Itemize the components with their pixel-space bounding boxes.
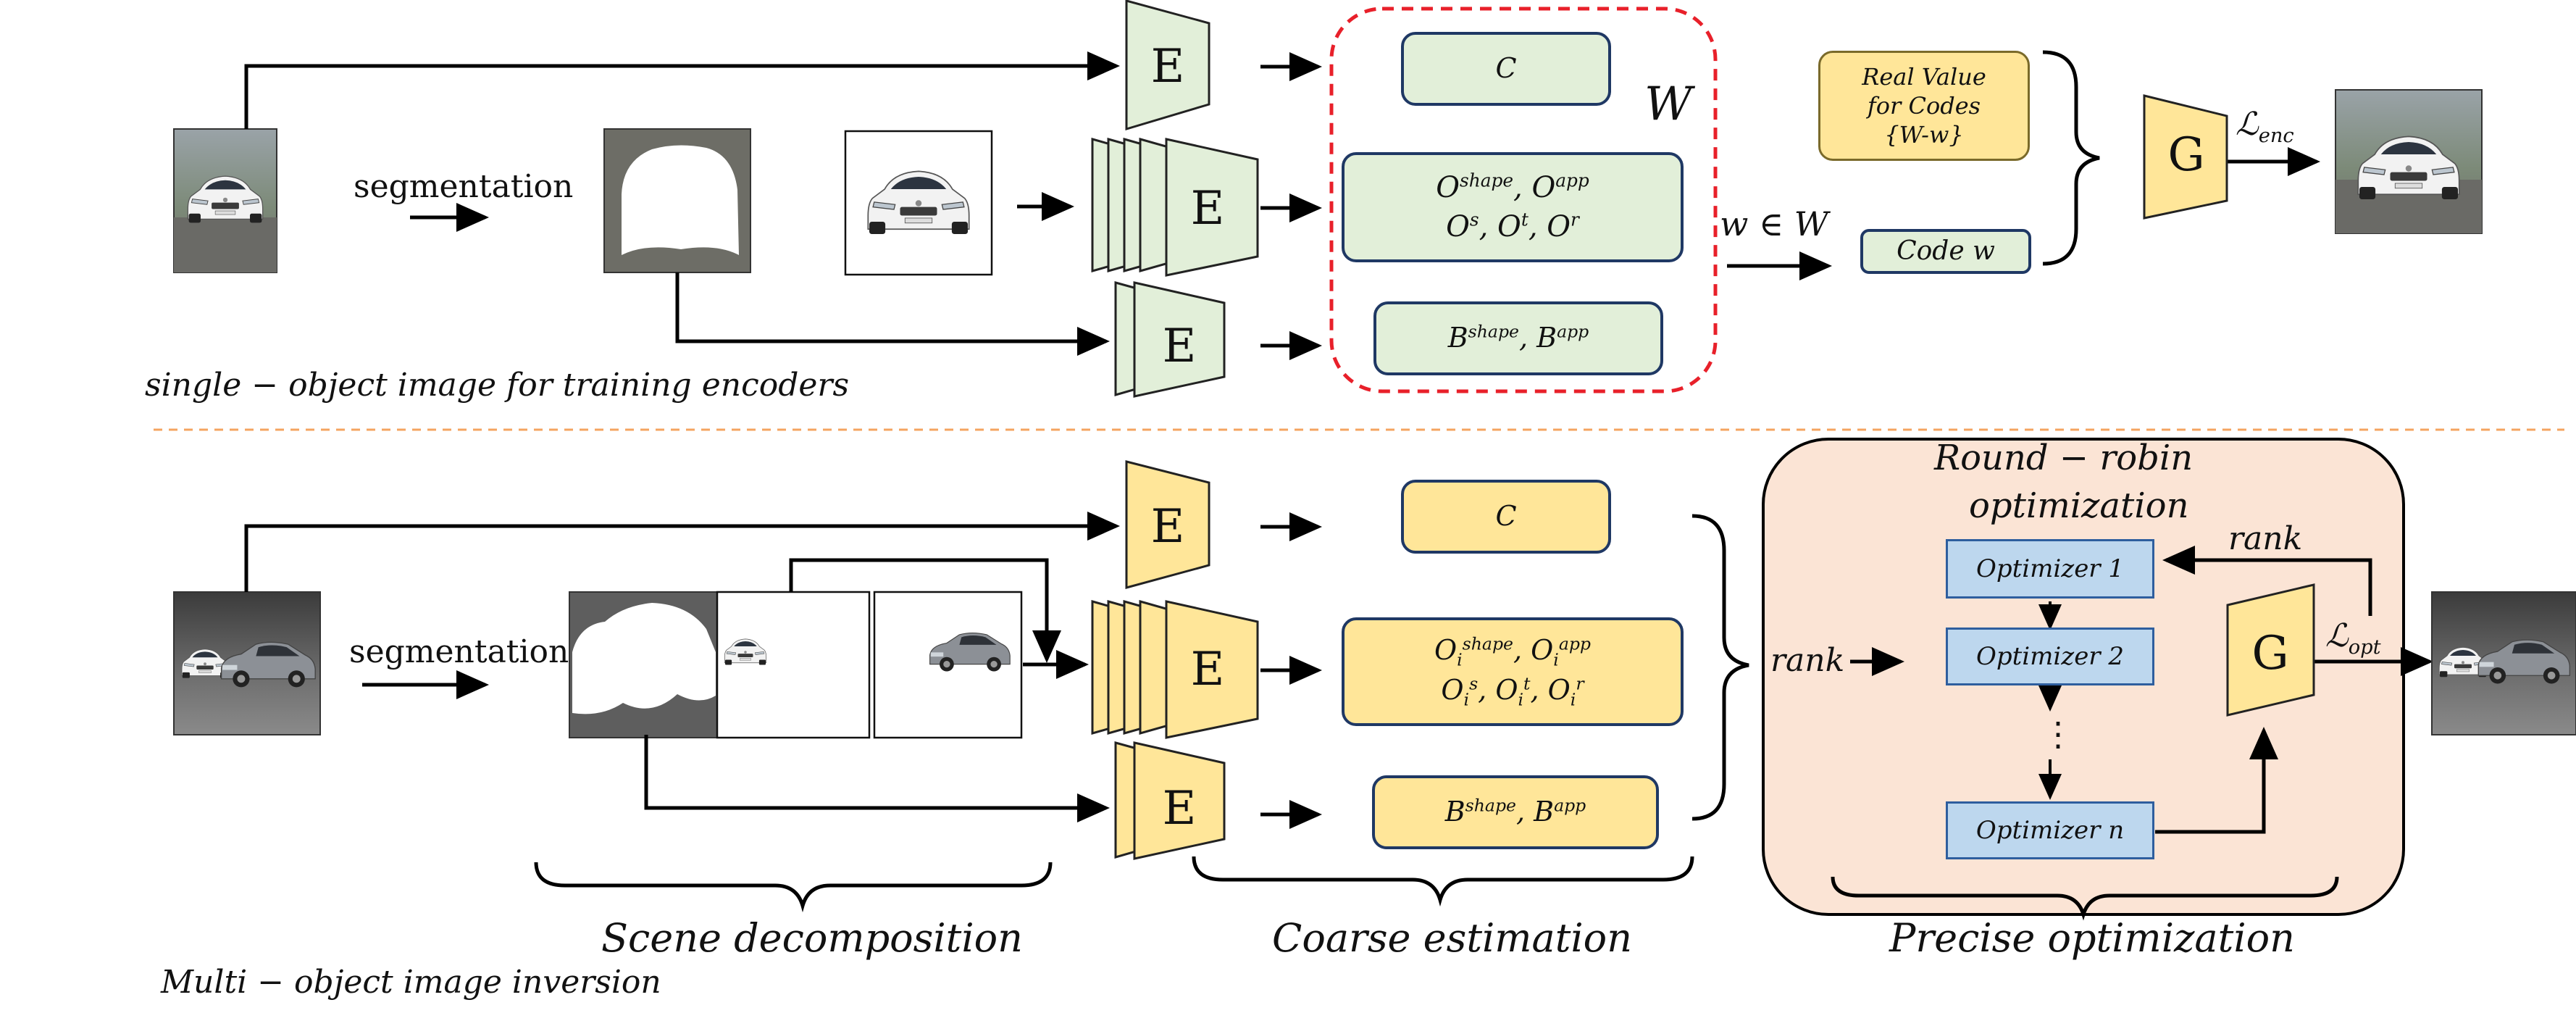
- W-label: W: [1644, 78, 1692, 131]
- code-w-box: Code w: [1860, 229, 2031, 274]
- optimizer-n-label: Optimizer n: [1975, 816, 2125, 845]
- round-robin-title-line1: Round − robin: [1934, 438, 2194, 478]
- top-encoder-o-stack: [1091, 138, 1259, 277]
- bottom-encoder-c: [1125, 460, 1210, 589]
- top-generator: [2143, 94, 2228, 220]
- bottom-segmented-car-2: [873, 591, 1023, 739]
- top-brace: [2042, 50, 2100, 266]
- optimizer-n: Optimizer n: [1946, 801, 2154, 859]
- top-code-b-box: Bshape, Bapp: [1373, 301, 1663, 375]
- bottom-generator: [2226, 583, 2315, 717]
- top-code-o-line2: Os, Ot, Or: [1446, 209, 1579, 243]
- optimizer-1-label: Optimizer 1: [1975, 554, 2125, 583]
- bottom-encoder-c-label: E: [1150, 500, 1185, 554]
- real-value-box: Real Value for Codes {W-w}: [1818, 51, 2030, 161]
- bottom-loss-label: ℒopt: [2325, 617, 2381, 659]
- bottom-code-c-box: C: [1401, 480, 1611, 554]
- optimizer-2: Optimizer 2: [1946, 628, 2154, 685]
- membership-label: w ∈ W: [1720, 204, 1828, 243]
- optimizer-2-label: Optimizer 2: [1975, 642, 2125, 671]
- top-code-c-box: C: [1401, 32, 1611, 106]
- stage-scene-decomposition: Scene decomposition: [601, 915, 1023, 961]
- bottom-encoder-o-label: E: [1190, 643, 1225, 696]
- optimizer-ellipsis: ⋮: [2041, 714, 2075, 754]
- top-segmentation-label: segmentation: [354, 168, 574, 205]
- bottom-encoder-o-stack: [1091, 600, 1259, 739]
- round-robin-title-line2: optimization: [1969, 485, 2189, 526]
- top-code-c-text: C: [1495, 52, 1517, 85]
- top-mask-photo: [603, 128, 751, 273]
- top-caption: single − object image for training encod…: [145, 367, 850, 404]
- bottom-brace: [1691, 514, 1749, 821]
- top-encoder-c: [1125, 0, 1210, 131]
- bottom-code-b-text: Bshape, Bapp: [1444, 795, 1586, 828]
- bottom-segmented-car-1: [716, 591, 871, 739]
- optimizer-1: Optimizer 1: [1946, 539, 2154, 599]
- rank-top-label: rank: [2228, 520, 2303, 557]
- top-loss-label: ℒenc: [2236, 106, 2294, 147]
- top-encoder-o-label: E: [1190, 182, 1225, 235]
- top-segmented-car: [844, 130, 993, 276]
- real-value-line1: Real Value: [1862, 63, 1986, 91]
- rank-left-label: rank: [1770, 642, 1845, 679]
- stage-coarse-estimation: Coarse estimation: [1272, 915, 1632, 961]
- top-code-o-box: Oshape, Oapp Os, Ot, Or: [1342, 152, 1684, 262]
- stage-precise-optimization: Precise optimization: [1889, 915, 2295, 961]
- bottom-caption: Multi − object image inversion: [161, 964, 661, 1001]
- top-code-o-line1: Oshape, Oapp: [1436, 170, 1589, 204]
- brace-scene-decomposition: [534, 862, 1053, 913]
- real-value-line3: {W-w}: [1884, 121, 1964, 149]
- bottom-code-o-box: Oishape, Oiapp Ois, Oit, Oir: [1342, 617, 1684, 726]
- top-generator-label: G: [2167, 128, 2205, 182]
- brace-precise-optimization: [1831, 876, 2339, 921]
- top-output-photo: [2335, 89, 2483, 234]
- bottom-encoder-b-stack: [1114, 741, 1226, 860]
- bottom-code-b-box: Bshape, Bapp: [1372, 775, 1659, 849]
- bottom-generator-label: G: [2251, 627, 2289, 680]
- top-encoder-b-stack: [1114, 281, 1226, 398]
- bottom-code-o-line2: Ois, Oit, Oir: [1441, 673, 1584, 710]
- bottom-code-c-text: C: [1495, 500, 1517, 533]
- real-value-line2: for Codes: [1867, 92, 1981, 120]
- top-encoder-b-label: E: [1162, 320, 1197, 373]
- top-input-photo: [173, 128, 277, 273]
- top-code-b-text: Bshape, Bapp: [1447, 321, 1589, 354]
- bottom-encoder-b-label: E: [1162, 782, 1197, 835]
- bottom-mask-photo: [569, 591, 718, 738]
- W-code-container: [1329, 7, 1718, 393]
- bottom-input-photo: [173, 591, 321, 735]
- bottom-segmentation-label: segmentation: [349, 633, 569, 670]
- code-w-text: Code w: [1897, 235, 1995, 266]
- bottom-code-o-line1: Oishape, Oiapp: [1434, 633, 1591, 670]
- top-encoder-c-label: E: [1150, 40, 1185, 93]
- brace-coarse-estimation: [1192, 856, 1694, 907]
- bottom-output-photo: [2431, 591, 2576, 735]
